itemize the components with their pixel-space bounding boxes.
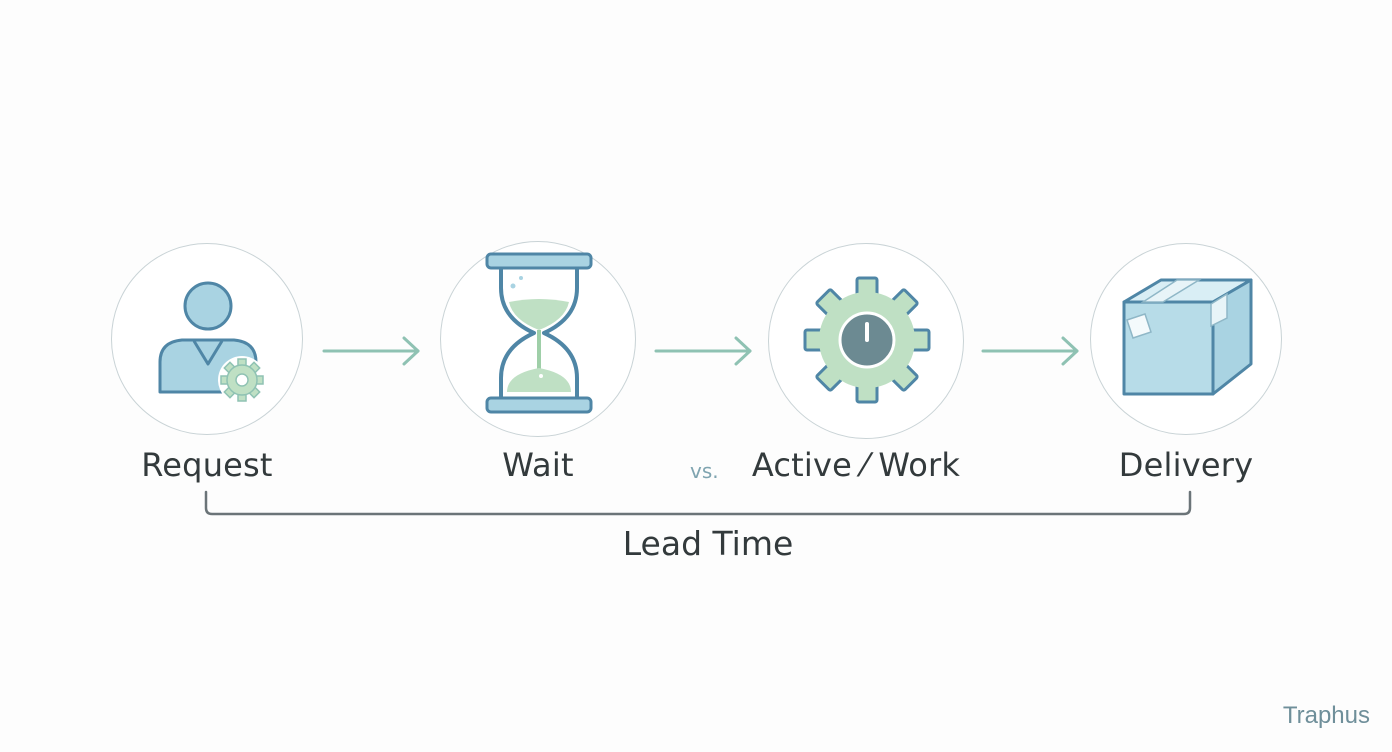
stage-label-active-work: Active ⁄ Work <box>751 446 961 484</box>
hourglass-icon <box>485 252 593 414</box>
gear-clock-icon <box>803 276 931 404</box>
lead-time-bracket <box>204 490 1192 516</box>
request-stage-circle <box>111 243 303 435</box>
delivery-stage-circle <box>1090 243 1282 435</box>
stage-label-delivery: Delivery <box>1118 446 1254 484</box>
arrow-right-icon <box>981 336 1079 366</box>
active-work-stage-circle <box>768 243 964 439</box>
stage-label-request: Request <box>141 446 273 484</box>
comparison-label: vs. <box>690 459 719 483</box>
lead-time-label: Lead Time <box>622 524 794 563</box>
stage-label-wait: Wait <box>502 446 574 484</box>
package-box-icon <box>1122 278 1253 396</box>
arrow-right-icon <box>322 336 420 366</box>
arrow-right-icon <box>654 336 752 366</box>
watermark: Traphus <box>1282 702 1370 729</box>
person-with-gear-icon <box>158 281 266 404</box>
wait-stage-circle <box>440 241 636 437</box>
